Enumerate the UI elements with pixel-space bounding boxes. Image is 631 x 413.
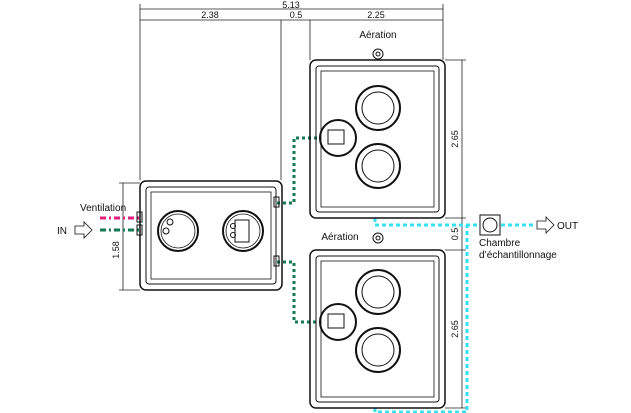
lower-aeration-pipe	[277, 260, 318, 324]
dimension-lines	[119, 4, 466, 409]
aeration-label-bottom: Aération	[321, 232, 358, 243]
lower-aeration-tank	[309, 232, 446, 409]
sampling-chamber	[479, 214, 501, 236]
dim-left-width: 2.38	[201, 10, 219, 20]
dim-left-height: 1.58	[111, 241, 121, 259]
upper-outlet-pipe	[373, 218, 480, 227]
inlet-arrow-icon	[74, 221, 93, 239]
upper-aeration-pipe	[277, 136, 318, 205]
pipes	[100, 136, 535, 413]
dim-upper-height: 2.65	[450, 130, 460, 148]
lower-outlet-pipe	[373, 225, 469, 413]
dim-right-width: 2.25	[367, 10, 385, 20]
outlet-label: OUT	[557, 221, 578, 232]
chamber-label-line2: d’échantillonnage	[479, 250, 557, 261]
inlet-label: IN	[57, 226, 67, 237]
dim-middle-gap: 0.5	[450, 228, 460, 241]
primary-tank	[136, 180, 283, 291]
outlet-arrow-icon	[536, 216, 555, 234]
dim-total-width: 5.13	[282, 0, 300, 10]
dim-lower-height: 2.65	[450, 320, 460, 338]
chamber-label-line1: Chambre	[479, 238, 521, 249]
dim-gap-width: 0.5	[290, 10, 303, 20]
upper-aeration-tank	[309, 48, 446, 219]
aeration-label-top: Aération	[359, 30, 396, 41]
ventilation-label: Ventilation	[80, 203, 126, 214]
